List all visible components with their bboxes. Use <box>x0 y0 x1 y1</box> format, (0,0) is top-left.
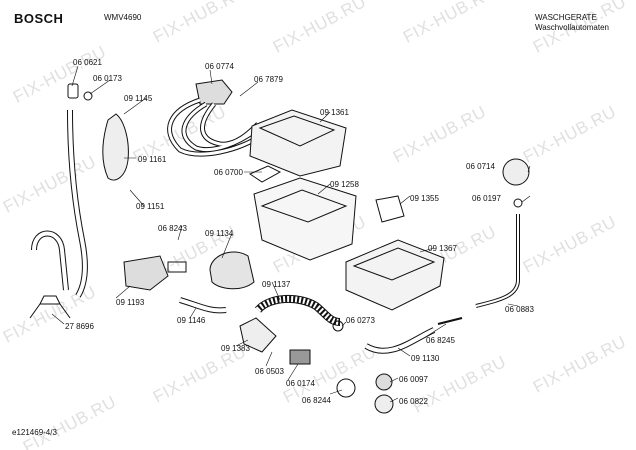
seal-drawing <box>336 378 356 398</box>
part-label: 09 1130 <box>411 354 440 363</box>
connector-drawing <box>67 83 79 99</box>
part-label: 09 1355 <box>410 194 439 203</box>
part-label: 06 0621 <box>73 58 102 67</box>
leader-lines <box>51 65 531 403</box>
part-label: 09 1151 <box>136 202 165 211</box>
document-id: e121469-4/3 <box>12 428 57 437</box>
clamp-drawing <box>332 320 344 332</box>
brand-logo: BOSCH <box>14 11 64 26</box>
pump-drawing <box>123 255 169 291</box>
part-label: 06 8245 <box>426 336 455 345</box>
model-number: WMV4690 <box>104 13 142 22</box>
drawer-drawing <box>345 239 445 311</box>
part-label: 06 0173 <box>93 74 122 83</box>
bellows-drawing <box>209 251 255 290</box>
inlet-valve-drawing <box>195 79 233 105</box>
part-label: 06 0700 <box>214 168 243 177</box>
air-trap-drawing <box>102 113 129 181</box>
part-label: 06 0503 <box>255 367 284 376</box>
part-label: 06 0097 <box>399 375 428 384</box>
part-label: 06 0774 <box>205 62 234 71</box>
plate-drawing <box>248 165 282 183</box>
pin-drawing <box>437 317 463 325</box>
part-label: 06 0822 <box>399 397 428 406</box>
bracket-drawing <box>29 295 71 319</box>
part-label: 09 1258 <box>330 180 359 189</box>
part-label: 27 8696 <box>65 322 94 331</box>
part-label: 09 1193 <box>116 298 145 307</box>
detergent-housing-drawing <box>253 177 357 261</box>
knob-drawing <box>374 394 394 414</box>
pressure-switch-drawing <box>502 158 530 186</box>
part-label: 06 0197 <box>472 194 501 203</box>
screen-drawing <box>289 349 311 365</box>
housing-lid-drawing <box>249 109 347 177</box>
clip-drawing <box>375 195 405 223</box>
part-label: 09 1137 <box>262 280 291 289</box>
category-subtitle: Waschvollautomaten <box>535 23 609 32</box>
part-label: 09 1145 <box>124 94 153 103</box>
category-title: WASCHGERATE <box>535 13 597 22</box>
ring-drawing <box>83 91 93 101</box>
filter-drawing <box>239 317 277 353</box>
part-label: 06 7879 <box>254 75 283 84</box>
part-label: 06 0883 <box>505 305 534 314</box>
part-label: 09 1161 <box>138 155 167 164</box>
part-label: 06 8244 <box>302 396 331 405</box>
part-label: 06 0714 <box>466 162 495 171</box>
part-label: 09 1383 <box>221 344 250 353</box>
part-label: 06 8243 <box>158 224 187 233</box>
part-label: 09 1367 <box>428 244 457 253</box>
part-label: 06 0174 <box>286 379 315 388</box>
cap-drawing <box>375 373 393 391</box>
part-label: 09 1146 <box>177 316 206 325</box>
part-label: 06 0273 <box>346 316 375 325</box>
part-label: 09 1361 <box>320 108 349 117</box>
part-label: 09 1134 <box>205 229 234 238</box>
